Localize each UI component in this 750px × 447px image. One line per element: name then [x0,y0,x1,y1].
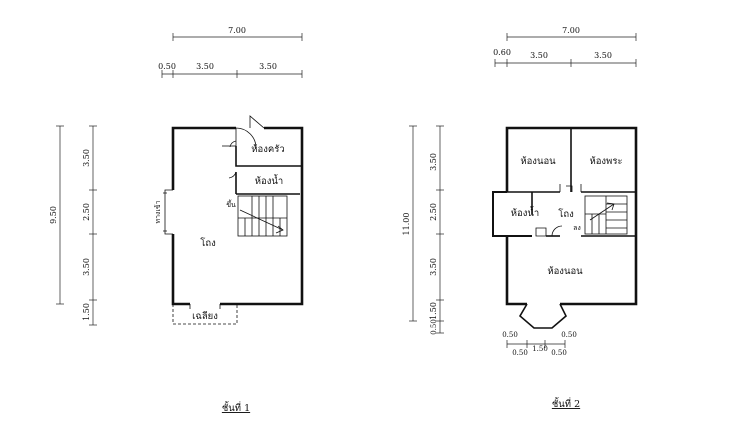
floor-1-dim-3-50-right: 3.50 [259,62,277,71]
floor-2-stair [584,195,628,235]
floor-1-entry-label: ทางเข้า [154,200,162,223]
floor-2-dim-total-height: 11.00 [402,213,411,236]
floor-2-bedroom-2-label: ห้องนอน [547,266,583,277]
floor-1-dim-total-width: 7.00 [228,26,246,35]
floor-2-dim-total-width: 7.00 [562,26,580,35]
floor-1-porch: เฉลียง [172,304,238,325]
floor-2-top-dimensions: 7.00 0.60 3.50 3.50 [493,26,637,67]
floor-1-walls [163,115,304,306]
floor-1-dim-left-b: 2.50 [82,203,91,221]
floor-1-plan: 7.00 0.50 3.50 3.50 9.50 3.50 2.50 3.50 [49,26,304,414]
floor-2-bottom-dimensions: 0.50 0.50 0.50 1.50 0.50 [502,331,577,357]
floor-2-left-dimensions: 11.00 3.50 2.50 3.50 1.50 0.50 [402,125,444,335]
floor-1-kitchen-label: ห้องครัว [251,144,284,155]
floor-2-bathroom-label: ห้องน้ำ [511,206,539,219]
floor-2-caption: ชั้นที่ 2 [552,397,580,410]
floor-1-dim-0-50: 0.50 [158,62,176,71]
floor-2-dim-left-b: 2.50 [429,203,438,221]
floor-2-walls [492,126,638,329]
floor-1-porch-label: เฉลียง [192,310,218,322]
floor-2-dim-left-d: 1.50 [429,302,438,320]
floor-2-dim-left-a: 3.50 [429,153,438,171]
floor-1-up-label: ขึ้น [226,198,236,209]
floor-1-dim-left-c: 3.50 [82,258,91,276]
floor-2-plan: 7.00 0.60 3.50 3.50 11.00 3.50 2.50 [402,26,638,410]
floor-2-dim-3-50-left: 3.50 [530,51,548,60]
floor-2-dim-bottom-a: 0.50 [502,331,518,339]
floor-1-stair [237,195,288,237]
floor-1-dim-3-50-left: 3.50 [196,62,214,71]
floor-1-left-dimensions: 9.50 3.50 2.50 3.50 1.50 [49,125,97,326]
floor-1-hall-label: โถง [200,237,216,249]
floor-1-dim-left-a: 3.50 [82,149,91,167]
floor-1-caption: ชั้นที่ 1 [222,401,250,414]
floor-1-dim-total-height: 9.50 [49,206,58,224]
floor-2-dim-bottom-b: 0.50 [561,331,577,339]
floor-2-dim-left-c: 3.50 [429,258,438,276]
floor-1-top-dimensions: 7.00 0.50 3.50 3.50 [158,26,303,78]
floor-2-dim-3-50-right: 3.50 [594,51,612,60]
floor-2-hall-label: โถง [558,208,574,220]
floor-2-dim-bottom-d: 1.50 [532,345,548,353]
floor-2-dim-bottom-c: 0.50 [512,349,528,357]
floor-2-dim-left-e: 0.50 [430,319,438,335]
floor-2-dim-0-60: 0.60 [493,48,511,57]
floor-2-bedroom-1-label: ห้องนอน [520,156,556,167]
floor-1-dim-left-d: 1.50 [82,303,91,321]
floor-2-down-label: ลง [573,224,581,232]
floor-2-shrine-room-label: ห้องพระ [589,156,622,167]
floor-2-dim-bottom-e: 0.50 [551,349,567,357]
floor-1-bathroom-label: ห้องน้ำ [255,174,283,187]
